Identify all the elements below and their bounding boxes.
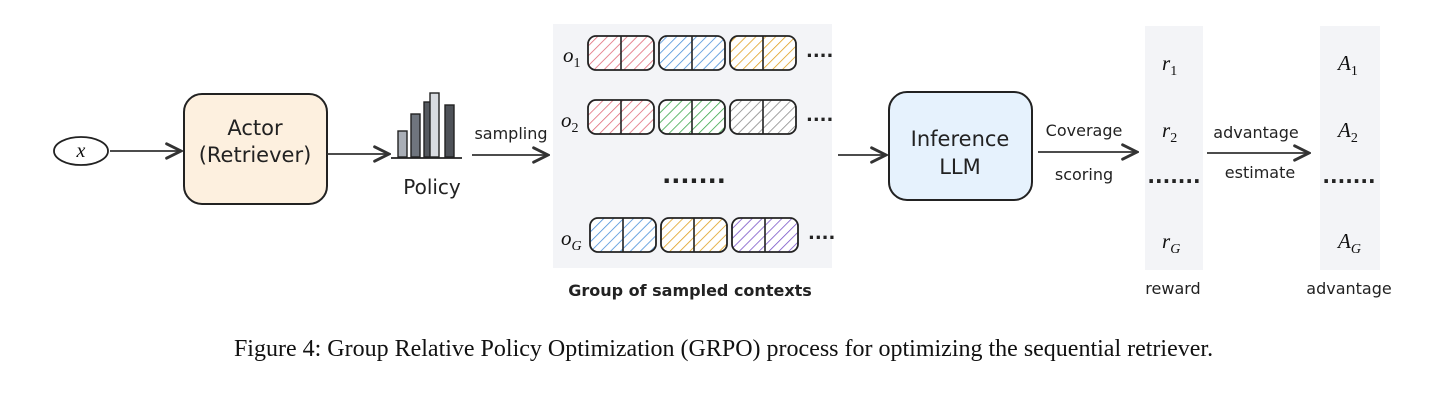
context-row-2: o2 .... bbox=[561, 99, 833, 136]
reward-column-background bbox=[1145, 26, 1203, 270]
context-row-1-cell-3 bbox=[729, 35, 797, 71]
context-row-1: o1 .... bbox=[563, 35, 833, 71]
grpo-diagram: x Actor (Retriever) Policy sampling o1 .… bbox=[53, 24, 1392, 300]
context-row-2-cell-2 bbox=[658, 99, 726, 135]
context-row-3-cell-3 bbox=[731, 217, 799, 253]
policy-label: Policy bbox=[403, 175, 461, 199]
figure-caption: Figure 4: Group Relative Policy Optimiza… bbox=[233, 336, 1214, 362]
actor-box: Actor (Retriever) bbox=[183, 93, 328, 205]
reward-item-2: r2 bbox=[1162, 118, 1177, 146]
input-label: x bbox=[76, 140, 86, 162]
reward-label: reward bbox=[1145, 279, 1200, 298]
context-row-3-cell-1 bbox=[589, 217, 657, 253]
advantage-arrow-label: advantage bbox=[1213, 123, 1298, 142]
inference-label-line1: Inference bbox=[911, 127, 1010, 151]
group-caption: Group of sampled contexts bbox=[568, 281, 812, 300]
reward-item-1: r1 bbox=[1162, 51, 1177, 79]
advantage-column-background bbox=[1320, 26, 1380, 270]
context-row-2-label: o2 bbox=[561, 108, 579, 136]
advantage-ellipsis: ....... bbox=[1322, 164, 1375, 188]
policy-bar-icon bbox=[391, 92, 462, 159]
context-row-2-ellipsis: .... bbox=[806, 105, 833, 126]
advantage-item-g: AG bbox=[1336, 229, 1361, 257]
reward-item-g: rG bbox=[1162, 229, 1180, 257]
context-row-1-cell-1 bbox=[587, 35, 655, 71]
context-row-2-cell-3 bbox=[729, 99, 797, 135]
context-row-2-cell-1 bbox=[587, 99, 655, 135]
advantage-item-1: A1 bbox=[1336, 51, 1358, 79]
context-row-1-label: o1 bbox=[563, 43, 581, 71]
input-node: x bbox=[53, 136, 109, 166]
actor-label-line1: Actor bbox=[227, 116, 283, 140]
context-row-3-cell-2 bbox=[660, 217, 728, 253]
coverage-label: Coverage bbox=[1046, 121, 1123, 140]
context-row-3: oG .... bbox=[561, 217, 835, 254]
sampling-label: sampling bbox=[474, 124, 547, 143]
context-row-1-cell-2 bbox=[658, 35, 726, 71]
context-row-3-ellipsis: .... bbox=[808, 223, 835, 244]
advantage-item-2: A2 bbox=[1336, 118, 1358, 146]
actor-label-line2: (Retriever) bbox=[199, 143, 312, 167]
reward-ellipsis: ....... bbox=[1147, 164, 1200, 188]
inference-llm-box: Inference LLM bbox=[888, 91, 1033, 201]
context-row-3-label: oG bbox=[561, 226, 582, 254]
scoring-label: scoring bbox=[1055, 165, 1113, 184]
context-row-1-ellipsis: .... bbox=[806, 41, 833, 62]
inference-label-line2: LLM bbox=[939, 155, 981, 179]
estimate-label: estimate bbox=[1225, 163, 1295, 182]
advantage-label: advantage bbox=[1306, 279, 1391, 298]
group-middle-ellipsis: ....... bbox=[662, 161, 726, 189]
